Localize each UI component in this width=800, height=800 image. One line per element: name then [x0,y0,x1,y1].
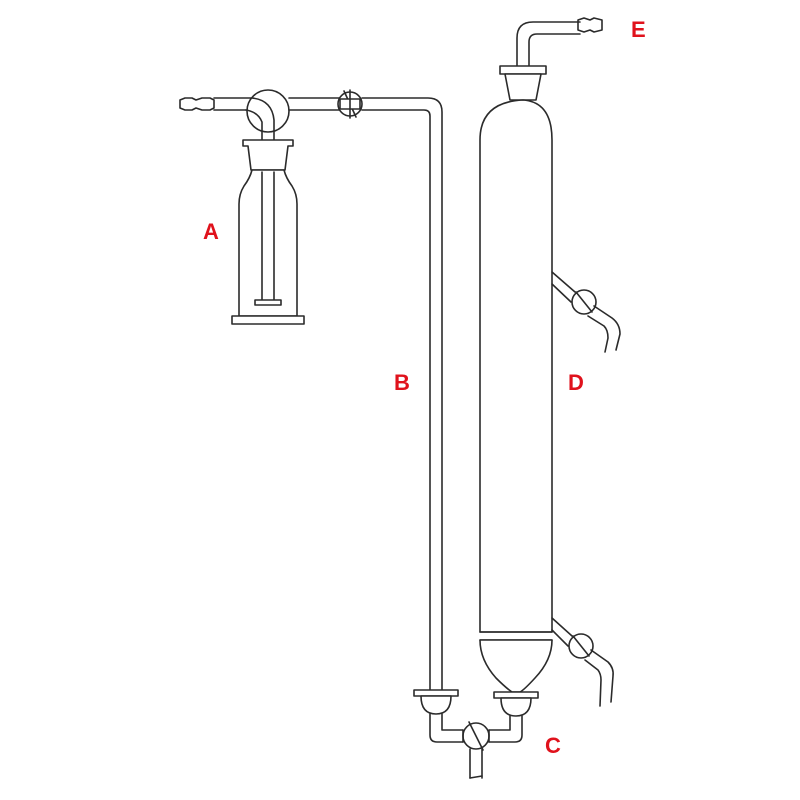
label-d: D [568,370,584,395]
label-e: E [631,17,646,42]
top-stopcock [337,89,363,119]
label-b: B [394,370,410,395]
gas-washing-bottle [179,89,341,325]
glass-column [479,17,621,743]
label-a: A [203,219,219,244]
connecting-tube [361,97,464,743]
bottom-stopcock [462,721,490,779]
label-c: C [545,733,561,758]
